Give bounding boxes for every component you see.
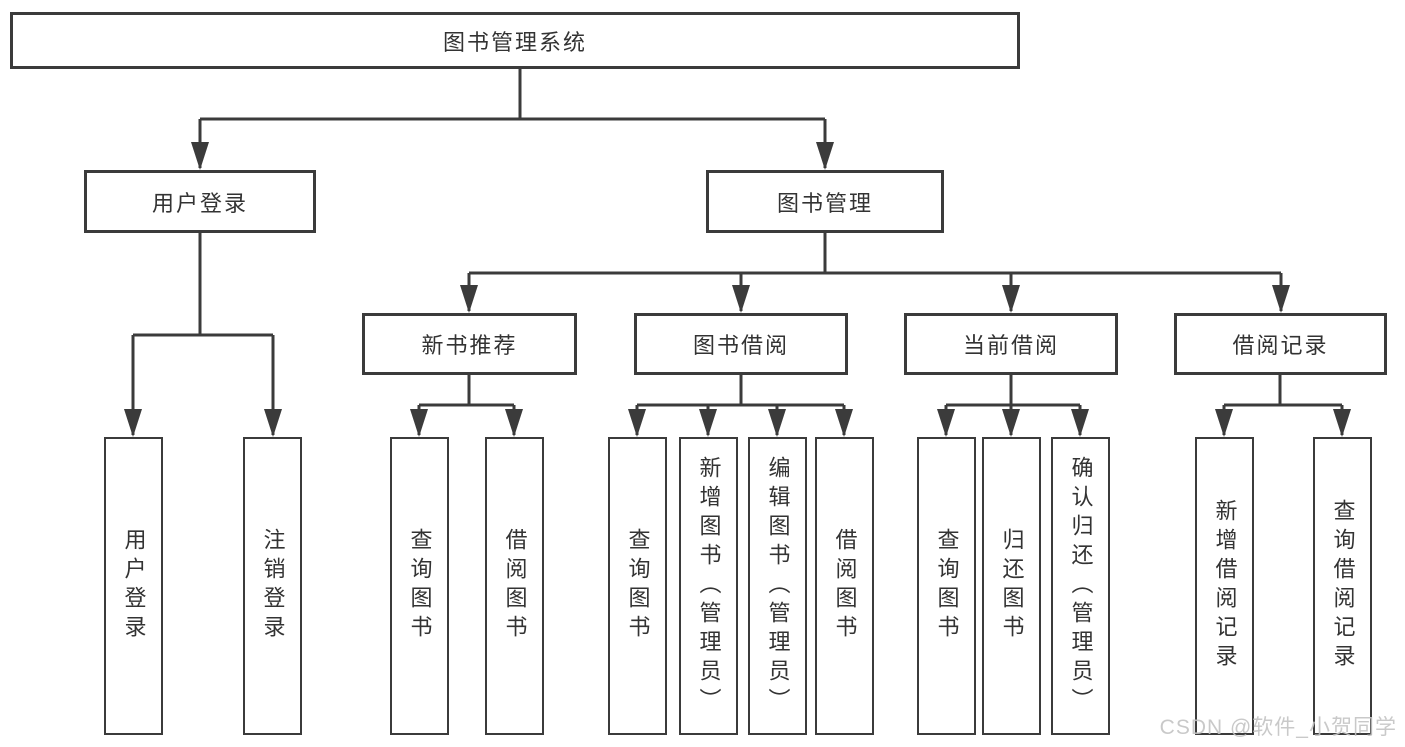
- arrowhead: [1002, 409, 1020, 437]
- leaf-query-borrow-record: 查询借阅记录: [1313, 437, 1372, 735]
- arrowhead: [937, 409, 955, 437]
- leaf-query-books-recommend: 查询图书: [390, 437, 449, 735]
- leaf-label: 借阅图书: [502, 528, 528, 644]
- arrowhead: [264, 409, 282, 437]
- leaf-query-books-borrow: 查询图书: [608, 437, 667, 735]
- connector-borrow-records-leaves: [1215, 375, 1351, 437]
- leaf-label: 注销登录: [260, 528, 286, 644]
- arrowhead: [505, 409, 523, 437]
- leaf-label: 查询图书: [407, 528, 433, 644]
- arrowhead: [835, 409, 853, 437]
- arrowhead: [124, 409, 142, 437]
- arrowhead: [732, 285, 750, 313]
- leaf-add-borrow-record: 新增借阅记录: [1195, 437, 1254, 735]
- leaf-label: 查询图书: [625, 528, 651, 644]
- arrowhead: [816, 142, 834, 170]
- node-borrow-records: 借阅记录: [1174, 313, 1387, 375]
- connector-current-borrow-leaves: [937, 375, 1089, 437]
- arrowhead: [1002, 285, 1020, 313]
- leaf-add-book-admin: 新增图书（管理员）: [679, 437, 738, 735]
- connector-root-to-level2: [191, 69, 834, 170]
- leaf-label: 归还图书: [999, 528, 1025, 644]
- arrowhead: [1071, 409, 1089, 437]
- leaf-borrow-books-recommend: 借阅图书: [485, 437, 544, 735]
- arrowhead: [1333, 409, 1351, 437]
- arrowhead: [628, 409, 646, 437]
- leaf-label: 查询借阅记录: [1330, 499, 1356, 673]
- arrowhead: [191, 142, 209, 170]
- arrowhead: [768, 409, 786, 437]
- connector-new-book-recommend-leaves: [410, 375, 523, 437]
- leaf-user-login: 用户登录: [104, 437, 163, 735]
- leaf-label: 确认归还（管理员）: [1068, 455, 1094, 717]
- leaf-borrow-books: 借阅图书: [815, 437, 874, 735]
- connector-user-login-to-leaves: [124, 233, 282, 437]
- arrowhead: [410, 409, 428, 437]
- node-user-login: 用户登录: [84, 170, 316, 233]
- leaf-label: 编辑图书（管理员）: [765, 455, 791, 717]
- node-book-borrow: 图书借阅: [634, 313, 848, 375]
- leaf-query-books-current: 查询图书: [917, 437, 976, 735]
- arrowhead: [1272, 285, 1290, 313]
- connector-book-borrow-leaves: [628, 375, 853, 437]
- leaf-label: 新增借阅记录: [1212, 499, 1238, 673]
- csdn-watermark: CSDN @软件_小贺同学: [1159, 716, 1397, 739]
- node-library-system: 图书管理系统: [10, 12, 1020, 69]
- node-new-book-recommend: 新书推荐: [362, 313, 577, 375]
- leaf-logout: 注销登录: [243, 437, 302, 735]
- leaf-confirm-return-admin: 确认归还（管理员）: [1051, 437, 1110, 735]
- leaf-label: 查询图书: [934, 528, 960, 644]
- arrowhead: [460, 285, 478, 313]
- leaf-return-books: 归还图书: [982, 437, 1041, 735]
- leaf-label: 新增图书（管理员）: [696, 455, 722, 717]
- leaf-label: 用户登录: [121, 528, 147, 644]
- node-book-management: 图书管理: [706, 170, 944, 233]
- arrowhead: [699, 409, 717, 437]
- arrowhead: [1215, 409, 1233, 437]
- connector-book-mgmt-to-level3: [460, 233, 1290, 313]
- leaf-edit-book-admin: 编辑图书（管理员）: [748, 437, 807, 735]
- leaf-label: 借阅图书: [832, 528, 858, 644]
- node-current-borrow: 当前借阅: [904, 313, 1118, 375]
